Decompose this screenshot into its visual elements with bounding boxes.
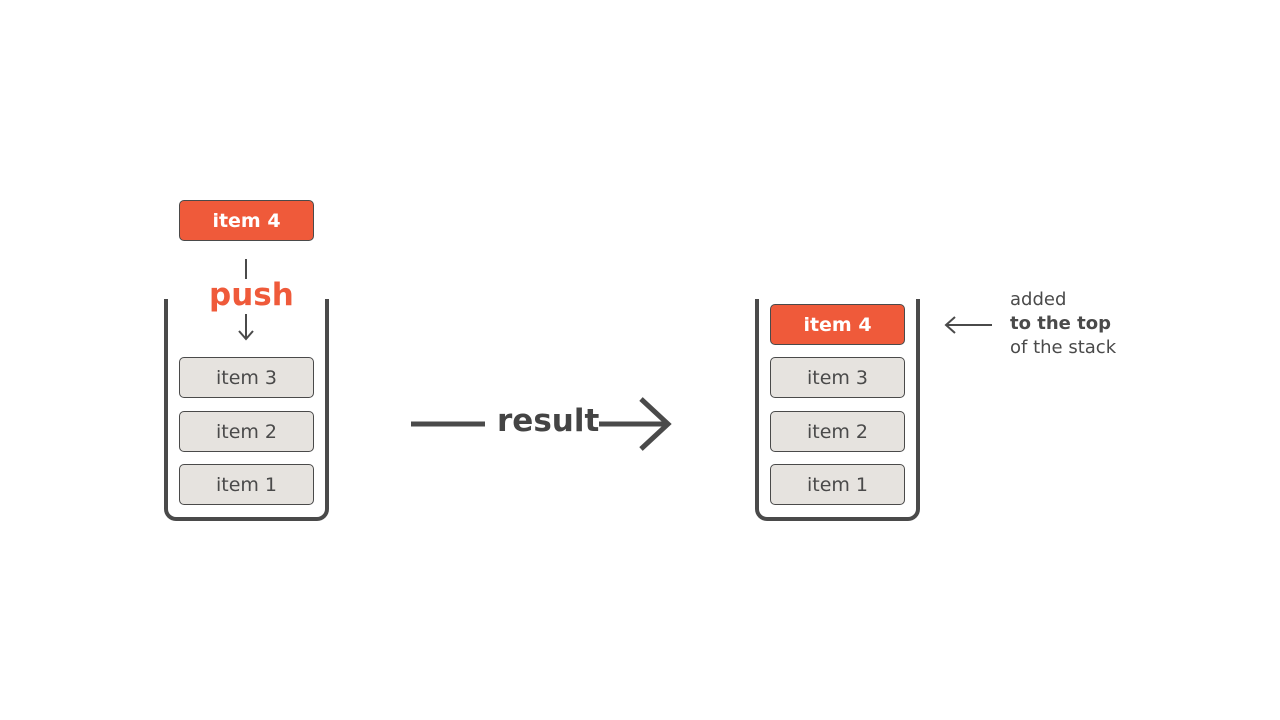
left-stack-item: item 1 bbox=[179, 464, 314, 505]
result-arrow-right-icon bbox=[599, 397, 672, 451]
push-label: push bbox=[209, 277, 294, 313]
annotation-line-2: to the top bbox=[1010, 313, 1111, 334]
right-stack-item: item 3 bbox=[770, 357, 905, 398]
annotation-line-3: of the stack bbox=[1010, 337, 1117, 358]
push-arrow-down-icon bbox=[238, 314, 254, 341]
left-stack-container bbox=[164, 299, 329, 521]
result-label: result bbox=[497, 403, 600, 439]
right-stack-container bbox=[755, 299, 920, 521]
right-stack-item: item 2 bbox=[770, 411, 905, 452]
annotation-text: added to the top of the stack bbox=[1010, 288, 1116, 360]
annotation-line-1: added bbox=[1010, 289, 1067, 310]
right-stack-item: item 1 bbox=[770, 464, 905, 505]
right-stack-top-item: item 4 bbox=[770, 304, 905, 345]
incoming-item: item 4 bbox=[179, 200, 314, 241]
left-stack-item: item 2 bbox=[179, 411, 314, 452]
left-stack-item: item 3 bbox=[179, 357, 314, 398]
annotation-arrow-left-icon bbox=[944, 316, 992, 334]
